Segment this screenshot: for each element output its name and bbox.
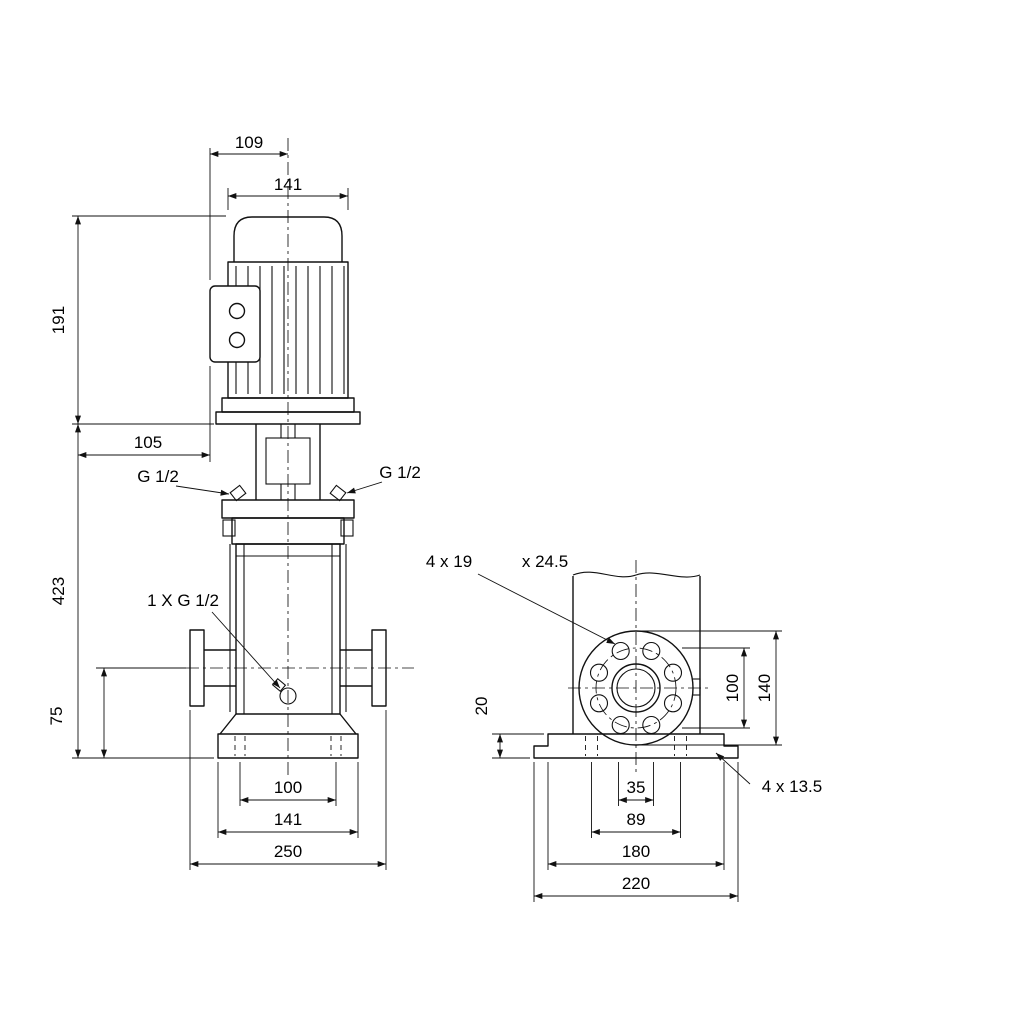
dim-250-label: 250	[274, 842, 302, 861]
dim-100-side-label: 100	[723, 674, 742, 702]
cable-entry-hole	[228, 302, 246, 320]
dim-89-label: 89	[627, 810, 646, 829]
base-holes-label: 4 x 13.5	[762, 777, 823, 796]
vent-plug-right	[329, 484, 347, 502]
dim-105-label: 105	[134, 433, 162, 452]
pump-head	[221, 484, 355, 545]
drain-boss	[279, 687, 297, 705]
dim-423-label: 423	[49, 577, 68, 605]
leader-g12-left	[175, 485, 230, 496]
bolt-hole	[589, 663, 609, 682]
lantern-walls	[255, 424, 321, 500]
leader-flange-holes	[477, 573, 616, 645]
terminal-box	[209, 285, 261, 363]
leader-drain	[211, 611, 281, 689]
break-line	[572, 571, 701, 578]
staybolts	[229, 544, 347, 712]
bolt-hole	[663, 694, 683, 713]
pump-body-side	[572, 571, 701, 734]
dim-109-label: 109	[235, 133, 263, 152]
leader-g12-right	[346, 481, 383, 494]
front-view: 109 141 191 423 75 105 G 1/2 G 1/2 1 X G…	[47, 133, 421, 870]
suction-pipe	[204, 649, 236, 687]
cable-entry-hole	[228, 331, 246, 349]
dim-191-label: 191	[49, 306, 68, 334]
bolt-hole	[642, 641, 661, 661]
shaft-lines	[280, 424, 296, 500]
base-plate-side	[533, 733, 739, 759]
motor	[209, 216, 361, 425]
bolt-hole	[611, 641, 630, 661]
dim-140-label: 140	[755, 674, 774, 702]
top-extension-lines	[209, 148, 349, 280]
bolt-hole	[663, 663, 683, 682]
staybolt-nut	[340, 519, 354, 537]
base-side	[533, 733, 739, 759]
dim-141-top-label: 141	[274, 175, 302, 194]
vent-plug-left	[229, 484, 247, 502]
side-bottom-extension-lines	[533, 762, 739, 902]
side-dimensions: 4 x 19 x 24.5 20 100 140 35 89 180 220	[426, 552, 822, 902]
base-bolt-holes-hidden	[234, 736, 342, 756]
bottom-extension-lines	[189, 710, 387, 870]
side-view: 4 x 19 x 24.5 20 100 140 35 89 180 220	[426, 552, 822, 902]
port-label-right: G 1/2	[379, 463, 421, 482]
dim-180-label: 180	[622, 842, 650, 861]
right-extension-lines	[640, 630, 782, 746]
drain-plug	[271, 677, 297, 705]
flange-holes-label: 4 x 19	[426, 552, 472, 571]
dim-141-bottom-label: 141	[274, 810, 302, 829]
base-holes-hidden	[585, 736, 687, 756]
discharge-pipe	[340, 649, 372, 687]
dim-20-label: 20	[472, 697, 491, 716]
body-walls	[572, 576, 701, 734]
base-flare	[219, 713, 357, 735]
left-extension-lines	[72, 215, 226, 759]
drain-label: 1 X G 1/2	[147, 591, 219, 610]
port-label-left: G 1/2	[137, 467, 179, 486]
dim-220-label: 220	[622, 874, 650, 893]
dim-75-label: 75	[47, 707, 66, 726]
flange-counterbore-label: x 24.5	[522, 552, 568, 571]
leader-base-holes	[715, 752, 751, 785]
front-dimensions: 109 141 191 423 75 105 G 1/2 G 1/2 1 X G…	[47, 133, 421, 870]
staybolt-nut	[222, 519, 236, 537]
bolt-hole	[589, 694, 609, 713]
dim-35-label: 35	[627, 778, 646, 797]
dim-100-label: 100	[274, 778, 302, 797]
